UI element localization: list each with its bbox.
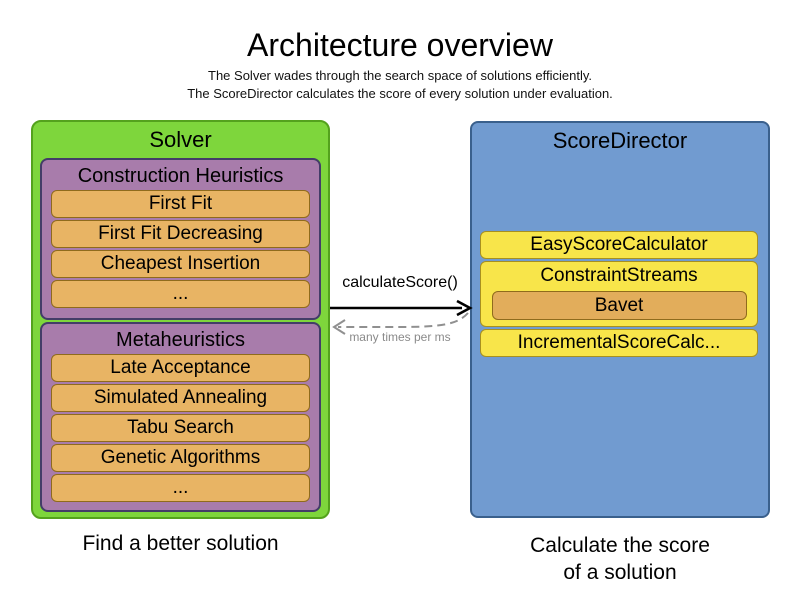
metaheuristics-section: Metaheuristics Late Acceptance Simulated… [40, 322, 321, 512]
page-title: Architecture overview [247, 27, 553, 63]
score-director-caption-line-2: of a solution [563, 561, 677, 584]
list-item: ... [51, 474, 310, 502]
list-item: Tabu Search [51, 414, 310, 442]
solver-box: Solver Construction Heuristics First Fit… [31, 120, 330, 519]
list-item: First Fit Decreasing [51, 220, 310, 248]
calculate-score-arrow-label: calculateScore() [342, 274, 458, 291]
subtitle-line-2: The ScoreDirector calculates the score o… [187, 85, 613, 101]
list-item: IncrementalScoreCalc... [480, 329, 758, 357]
list-item: First Fit [51, 190, 310, 218]
return-arrow [338, 312, 469, 328]
list-item: ... [51, 280, 310, 308]
construction-heuristics-items: First Fit First Fit Decreasing Cheapest … [51, 190, 310, 308]
solver-caption: Find a better solution [82, 532, 279, 555]
solver-box-title: Solver [149, 127, 212, 152]
return-arrow-label: many times per ms [349, 330, 451, 344]
list-item: Late Acceptance [51, 354, 310, 382]
score-calculator-list: EasyScoreCalculator ConstraintStreams Ba… [480, 231, 758, 357]
constraint-streams-label: ConstraintStreams [540, 265, 698, 286]
subtitle-line-1: The Solver wades through the search spac… [208, 68, 592, 83]
return-arrowhead [332, 319, 346, 335]
constraint-streams-item: ConstraintStreams Bavet [480, 261, 758, 327]
score-director-box: ScoreDirector EasyScoreCalculator Constr… [470, 121, 770, 518]
score-director-box-title: ScoreDirector [552, 128, 688, 153]
calculate-score-arrowhead [456, 299, 473, 317]
metaheuristics-title: Metaheuristics [116, 329, 245, 351]
construction-heuristics-section: Construction Heuristics First Fit First … [40, 158, 321, 320]
list-item: Genetic Algorithms [51, 444, 310, 472]
arrows-graphic [330, 299, 473, 335]
subtitle: The Solver wades through the search spac… [0, 67, 800, 102]
list-item: EasyScoreCalculator [480, 231, 758, 259]
list-item: Cheapest Insertion [51, 250, 310, 278]
score-director-caption-line-1: Calculate the score [530, 534, 710, 557]
score-director-caption: Calculate the score of a solution [470, 532, 770, 586]
bavet-item: Bavet [491, 291, 747, 320]
metaheuristics-items: Late Acceptance Simulated Annealing Tabu… [51, 354, 310, 502]
list-item: Simulated Annealing [51, 384, 310, 412]
construction-heuristics-title: Construction Heuristics [77, 165, 284, 187]
